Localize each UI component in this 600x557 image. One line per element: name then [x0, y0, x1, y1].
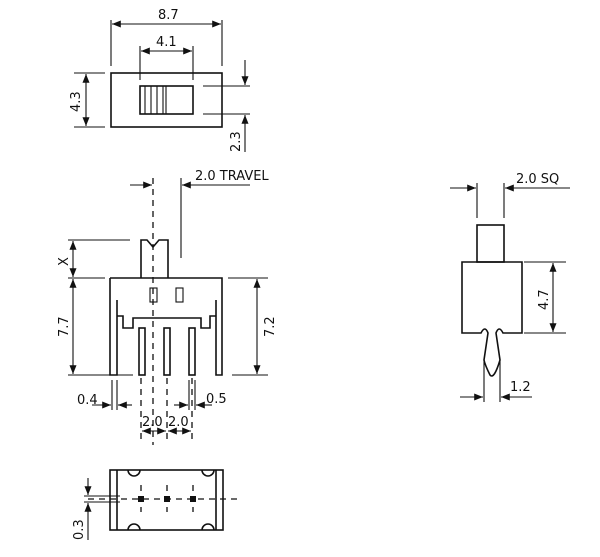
bottom-view: 0.3	[72, 469, 240, 540]
actuator	[140, 239, 169, 278]
slider-grip	[144, 86, 167, 114]
dim-height: 4.3	[69, 91, 84, 112]
dim-pitch-2: 2.0	[168, 415, 189, 430]
side-view: 2.0 SQ 4.7 1.2	[450, 172, 570, 402]
dim-pin-width: 1.2	[510, 380, 531, 395]
dim-leg-width: 0.4	[77, 393, 98, 408]
dim-slider-width: 4.1	[156, 35, 177, 50]
dim-width: 8.7	[158, 8, 179, 23]
dim-total-height: 7.7	[57, 316, 72, 337]
dim-pin-width: 0.5	[206, 392, 227, 407]
top-view: 8.7 4.1 4.3 2.3	[69, 8, 250, 152]
dim-actuator-height: X	[57, 257, 72, 266]
dim-body-height: 7.2	[263, 316, 278, 337]
dim-travel: 2.0 TRAVEL	[195, 169, 269, 184]
dim-pin-thickness: 0.3	[72, 519, 87, 540]
dim-actuator-size: 2.0 SQ	[516, 172, 559, 187]
front-view: 2.0 TRAVEL X 7.7 7.2 0.4 0.5 2.	[57, 169, 278, 445]
dim-pitch-1: 2.0	[142, 415, 163, 430]
dim-body-height: 4.7	[537, 289, 552, 310]
dim-slider-offset: 2.3	[229, 131, 244, 152]
